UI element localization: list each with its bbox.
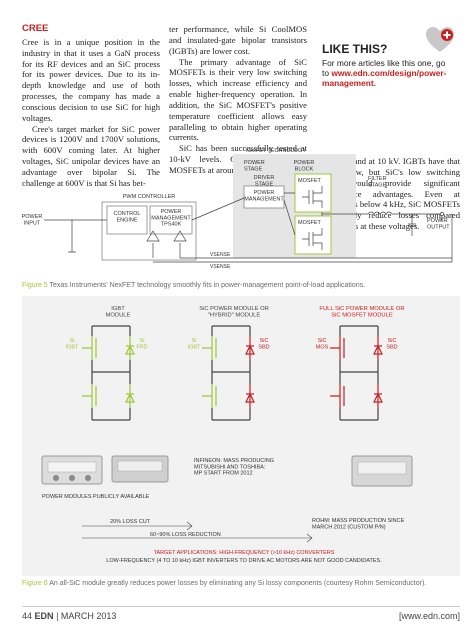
figure-6-caption: Figure 6 An all-SiC module greatly reduc… [22, 580, 426, 587]
loss-arrows [82, 521, 313, 543]
mosfet-low-label: MOSFET [298, 220, 322, 226]
nexfet-label: NexFET TECHNOLOGY [246, 148, 306, 154]
footer-rule [22, 606, 460, 607]
heart-plus-icon [426, 27, 454, 52]
loss-cut-label: 20% LOSS CUT [110, 519, 151, 525]
tps40k-box [149, 205, 193, 235]
page-number: 44 [22, 611, 33, 621]
article-column-3: kV levels and at 10 kV. IGBTs have that … [318, 156, 460, 232]
paragraph: The primary advantage of SiC MOSFETs is … [169, 56, 307, 143]
figure-5-caption-label: Figure 5 [22, 282, 48, 289]
article-column-1: CREE Cree is in a unique position in the… [22, 23, 160, 189]
sidebar-title: LIKE THIS? [322, 42, 388, 56]
sic-hybrid-header: SiC POWER MODULE OR"HYBRID" MODULE [199, 306, 269, 319]
mosfet-symbols [302, 186, 323, 250]
driver-stage-box [243, 185, 285, 209]
figure-6-caption-label: Figure 6 [22, 580, 48, 587]
paragraph: Cree's target market for SiC power devic… [22, 123, 160, 188]
public-modules-note: POWER MODULES PUBLICLY AVAILABLE [42, 494, 150, 500]
magazine-name: EDN [34, 611, 54, 621]
target-apps-line: TARGET APPLICATIONS: HIGH-FREQUENCY (>10… [154, 550, 335, 556]
vsense-label-1: VSENSE [210, 252, 231, 258]
paragraph: Cree is in a unique position in the indu… [22, 36, 160, 123]
section-heading: CREE [22, 23, 49, 34]
figure-6-caption-text: An all-SiC module greatly reduces power … [47, 580, 427, 587]
like-this-sidebar: LIKE THIS? For more articles like this o… [318, 24, 460, 146]
footer-url[interactable]: [www.edn.com] [398, 611, 460, 621]
control-engine-box [106, 205, 148, 235]
module-photo-3 [351, 455, 413, 487]
not-candidates-line: LOW-FREQUENCY (4 TO 10 kHz) IGBT INVERTE… [106, 558, 382, 564]
paragraph: ter performance, while Si CoolMOS and in… [169, 24, 307, 56]
footer-separator: | [56, 611, 59, 621]
vsense-label-2: VSENSE [210, 264, 231, 270]
circuit-wiring [44, 192, 453, 263]
paragraph: kV levels and at 10 kV. IGBTs have that … [318, 156, 460, 232]
issue-date: MARCH 2013 [60, 611, 117, 621]
module-photo-1 [41, 455, 103, 485]
sidebar-link[interactable]: www.edn.com/design/power-management. [322, 68, 447, 88]
module-schematics [82, 325, 383, 421]
pwm-label: PWM CONTROLLER [123, 194, 176, 200]
mosfet-high-label: MOSFET [298, 178, 322, 184]
sidebar-body: For more articles like this one, go to w… [322, 58, 452, 88]
loss-reduction-label: 60~90% LOSS REDUCTION [150, 532, 221, 538]
figure-5-caption-text: Texas Instruments' NexFET technology smo… [47, 282, 366, 289]
module-photo-2 [111, 455, 169, 483]
figure-6-panel [22, 296, 460, 576]
figure-5-caption: Figure 5 Texas Instruments' NexFET techn… [22, 282, 365, 289]
sidebar-text: For more articles like this one, go to [322, 58, 446, 78]
page-footer: 44 EDN | MARCH 2013 [www.edn.com] [22, 611, 460, 621]
